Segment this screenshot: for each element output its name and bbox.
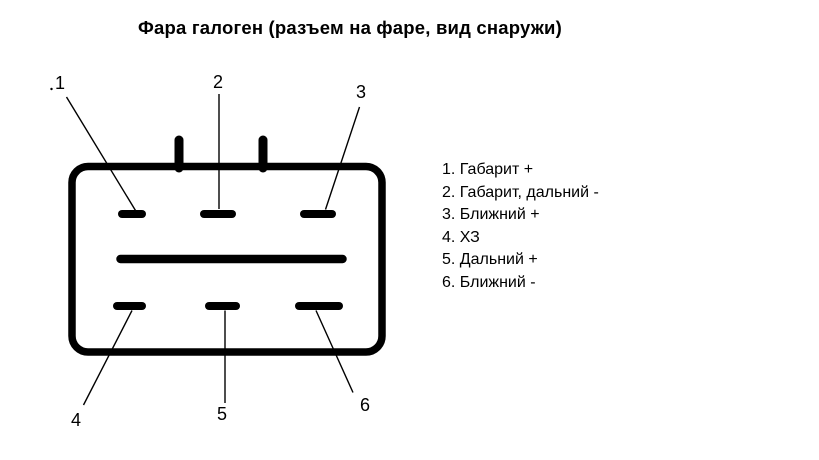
legend-item: 6. Ближний - — [442, 273, 536, 291]
legend-item: 2. Габарит, дальний - — [442, 183, 599, 201]
leader-line-6 — [315, 310, 354, 393]
legend-item: 3. Ближний + — [442, 206, 540, 223]
pin-legend: 1. Габарит + 2. Габарит, дальний - 3. Бл… — [442, 159, 599, 294]
callout-label-2: 2 — [212, 72, 223, 92]
diagram-title: Фара галоген (разъем на фаре, вид снаруж… — [138, 17, 562, 38]
legend-item: 5. Дальний + — [442, 251, 538, 268]
leader-line-1 — [65, 96, 137, 211]
callout-label-1: 1 — [54, 73, 65, 93]
legend-item: 1. Габарит + — [442, 161, 534, 178]
leader-line-4 — [82, 310, 133, 406]
callout-label-6: 6 — [359, 395, 370, 415]
callout-label-3: 3 — [355, 82, 366, 102]
stray-dot — [50, 87, 53, 91]
legend-item: 4. ХЗ — [442, 228, 480, 246]
callout-label-5: 5 — [216, 404, 227, 424]
callout-label-4: 4 — [70, 410, 81, 430]
leader-line-3 — [324, 106, 361, 210]
